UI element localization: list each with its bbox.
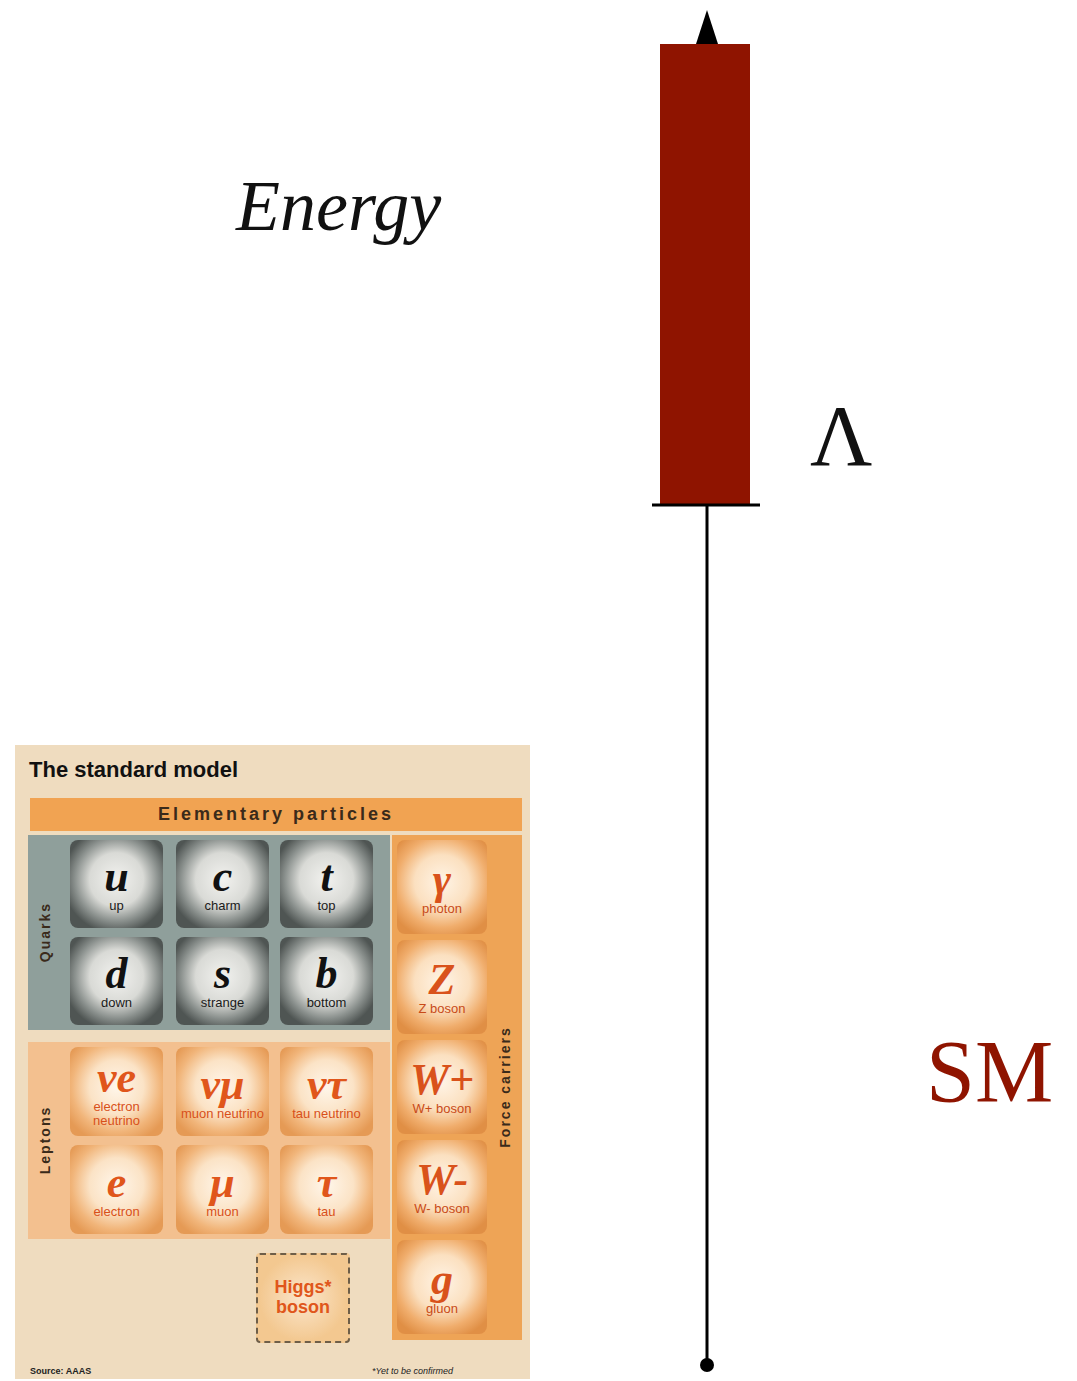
- particle-cell: bbottom: [280, 937, 373, 1025]
- new-physics-bar: [660, 44, 750, 505]
- particle-name: Z boson: [419, 1002, 466, 1016]
- group-label: Quarks: [37, 902, 53, 962]
- particle-group: Quarksuupccharmttopddownsstrangebbottom: [28, 835, 390, 1030]
- particle-symbol: c: [213, 855, 233, 899]
- footnote: *Yet to be confirmed: [372, 1367, 453, 1376]
- particle-symbol: u: [104, 855, 128, 899]
- particle-name: W+ boson: [413, 1102, 472, 1116]
- cutoff-label: Λ: [810, 393, 872, 479]
- particle-cell: ντtau neutrino: [280, 1047, 373, 1136]
- particle-cell: νμmuon neutrino: [176, 1047, 269, 1136]
- particle-symbol: μ: [210, 1161, 234, 1205]
- particle-cell: W-W- boson: [397, 1140, 487, 1234]
- particle-cell: ZZ boson: [397, 940, 487, 1034]
- header-band: Elementary particles: [30, 798, 522, 831]
- source-note: Source: AAAS: [30, 1367, 91, 1376]
- particle-cell: νeelectron neutrino: [70, 1047, 163, 1136]
- particle-name: top: [317, 899, 335, 913]
- particle-symbol: Z: [429, 958, 456, 1002]
- particle-name: gluon: [426, 1302, 458, 1316]
- particle-symbol: γ: [433, 858, 451, 902]
- particle-name: up: [109, 899, 123, 913]
- particle-cell: τtau: [280, 1145, 373, 1234]
- particle-symbol: ντ: [307, 1063, 346, 1107]
- particle-cell: Higgs*boson: [256, 1253, 350, 1343]
- particle-symbol: W-: [416, 1158, 468, 1202]
- particle-symbol: W+: [410, 1058, 474, 1102]
- group-label: Force carriers: [497, 1026, 513, 1147]
- particle-cell: sstrange: [176, 937, 269, 1025]
- particle-symbol: e: [107, 1161, 127, 1205]
- particle-symbol: νμ: [201, 1063, 245, 1107]
- particle-symbol: t: [320, 855, 332, 899]
- band-heading: Elementary particles: [30, 798, 522, 831]
- particle-symbol: Higgs*: [274, 1278, 331, 1298]
- particle-name: boson: [276, 1298, 330, 1318]
- region-label: SM: [926, 1028, 1053, 1116]
- particle-group: Force carriersγphotonZZ bosonW+W+ bosonW…: [392, 835, 522, 1340]
- particle-cell: μmuon: [176, 1145, 269, 1234]
- particle-cell: ddown: [70, 937, 163, 1025]
- particle-group: Leptonsνeelectron neutrinoνμmuon neutrin…: [28, 1042, 390, 1239]
- particle-cell: ttop: [280, 840, 373, 928]
- particle-symbol: d: [106, 952, 128, 996]
- axis-title: Energy: [236, 170, 441, 242]
- particle-name: tau neutrino: [292, 1107, 361, 1121]
- particle-symbol: g: [431, 1258, 453, 1302]
- particle-cell: ggluon: [397, 1240, 487, 1334]
- particle-name: electron: [93, 1205, 139, 1219]
- particle-name: down: [101, 996, 132, 1010]
- particle-name: photon: [422, 902, 462, 916]
- axis-arrowhead: [696, 10, 718, 44]
- particle-symbol: b: [316, 952, 338, 996]
- particle-cell: uup: [70, 840, 163, 928]
- particle-name: strange: [201, 996, 244, 1010]
- axis-origin-dot: [700, 1358, 714, 1372]
- particle-symbol: νe: [97, 1056, 136, 1100]
- group-label: Leptons: [37, 1106, 53, 1174]
- chart-title: The standard model: [29, 757, 238, 783]
- particle-cell: eelectron: [70, 1145, 163, 1234]
- particle-symbol: s: [214, 952, 231, 996]
- particle-name: muon: [206, 1205, 239, 1219]
- particle-cell: ccharm: [176, 840, 269, 928]
- particle-name: charm: [204, 899, 240, 913]
- particle-name: tau: [317, 1205, 335, 1219]
- particle-name: W- boson: [414, 1202, 469, 1216]
- particle-name: electron neutrino: [72, 1100, 161, 1127]
- particle-cell: γphoton: [397, 840, 487, 934]
- particle-name: muon neutrino: [181, 1107, 264, 1121]
- particle-cell: W+W+ boson: [397, 1040, 487, 1134]
- particle-name: bottom: [307, 996, 347, 1010]
- chart-panel: The standard modelElementary particlesQu…: [15, 745, 530, 1379]
- cutoff-tick: [652, 504, 760, 507]
- particle-symbol: τ: [317, 1161, 337, 1205]
